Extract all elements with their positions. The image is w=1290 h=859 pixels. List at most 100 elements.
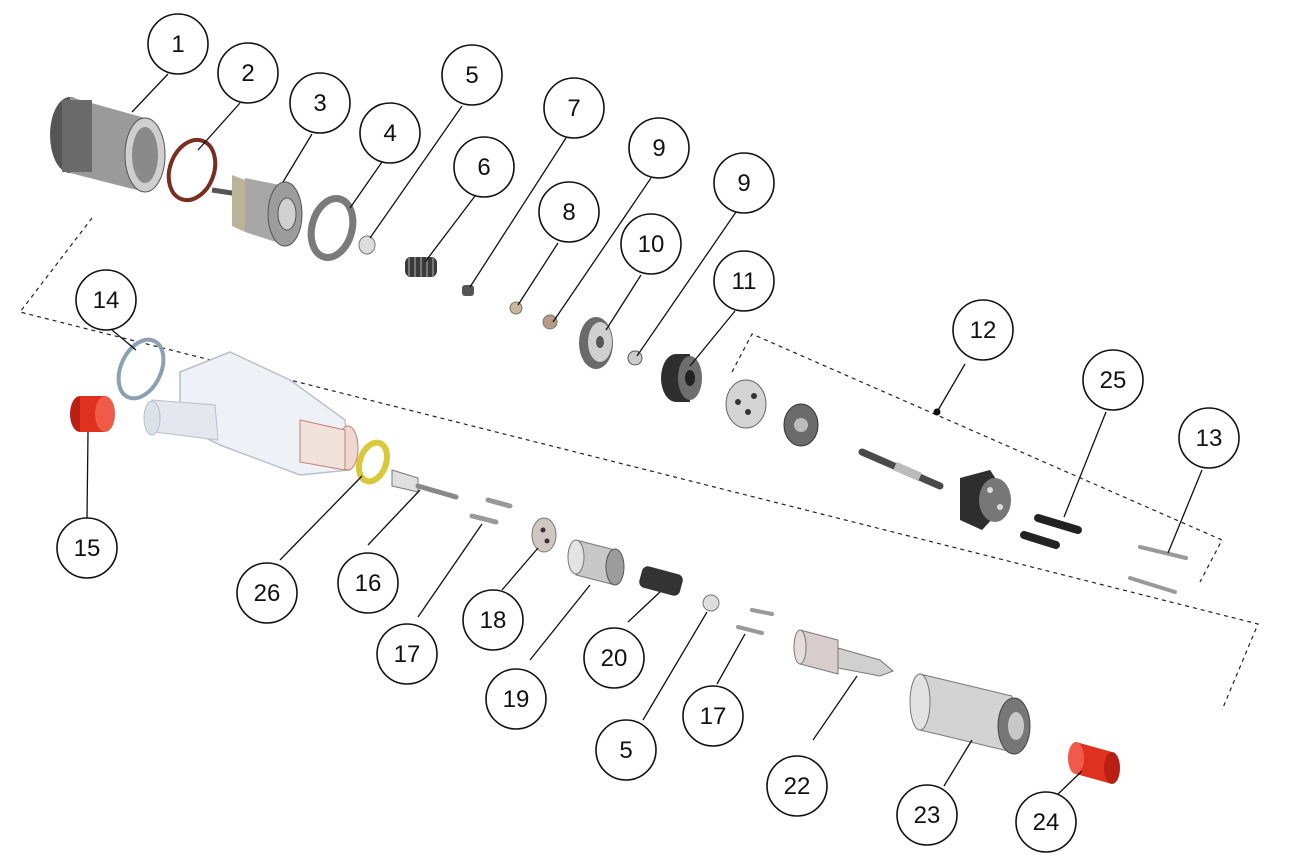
part-12-valve-disc <box>783 403 819 447</box>
part-25-screws <box>1020 514 1082 549</box>
part-17-pins-lower <box>736 608 774 635</box>
part-12-valve-body <box>960 470 1011 530</box>
callout-number: 25 <box>1100 367 1127 394</box>
callout-number: 11 <box>732 268 757 295</box>
callout-3: 3 <box>289 72 351 134</box>
callout-number: 22 <box>784 773 811 800</box>
callout-15: 15 <box>56 517 118 579</box>
callout-number: 15 <box>74 535 101 562</box>
callout-6: 6 <box>453 136 515 198</box>
callout-circle <box>766 755 828 817</box>
callout-26: 26 <box>236 562 298 624</box>
callout-circle <box>1178 407 1240 469</box>
callout-circle <box>376 623 438 685</box>
callout-circle <box>713 250 775 312</box>
part-6-spring <box>405 257 437 277</box>
callout-2: 2 <box>217 42 279 104</box>
callout-12: 12 <box>952 299 1014 361</box>
callout-circle <box>217 42 279 104</box>
callout-number: 20 <box>601 645 628 672</box>
part-24-red-cap <box>1068 742 1120 784</box>
part-15-red-cap <box>70 396 115 432</box>
part-8-bead <box>509 301 523 315</box>
callout-circle <box>1015 791 1077 853</box>
callout-number: 8 <box>562 199 575 226</box>
callout-19: 19 <box>485 668 547 730</box>
callout-5: 5 <box>441 44 503 106</box>
callout-9: 9 <box>713 152 775 214</box>
callout-7: 7 <box>543 77 605 139</box>
callout-14: 14 <box>75 269 137 331</box>
callout-circle <box>147 13 209 75</box>
callout-circle <box>682 685 744 747</box>
callout-number: 24 <box>1033 809 1060 836</box>
injector-body <box>143 351 359 476</box>
part-26-washer <box>355 439 391 485</box>
callout-circle <box>583 627 645 689</box>
callout-number: 1 <box>171 31 184 58</box>
callout-circle <box>538 181 600 243</box>
callout-24: 24 <box>1015 791 1077 853</box>
callout-9: 9 <box>628 117 690 179</box>
part-20-spring <box>639 566 683 596</box>
callout-number: 5 <box>465 62 478 89</box>
group-12-junction-dot <box>933 408 941 416</box>
callout-circle <box>485 668 547 730</box>
callout-number: 5 <box>619 737 632 764</box>
callout-circle <box>1082 349 1144 411</box>
callout-number: 2 <box>241 60 254 87</box>
callout-circle <box>896 784 958 846</box>
callout-circle <box>952 299 1014 361</box>
callout-circle <box>236 562 298 624</box>
callout-circle <box>543 77 605 139</box>
group-12-bracket <box>731 333 1223 583</box>
callout-5: 5 <box>595 719 657 781</box>
part-7-pin <box>462 285 474 296</box>
callout-number: 23 <box>914 802 941 829</box>
callout-22: 22 <box>766 755 828 817</box>
callout-13: 13 <box>1178 407 1240 469</box>
part-19-holder <box>567 539 625 586</box>
part-12-valve-plate <box>725 379 767 429</box>
part-16-plunger <box>391 469 459 500</box>
callout-number: 18 <box>480 607 507 634</box>
callout-4: 4 <box>359 102 421 164</box>
callout-11: 11 <box>713 250 775 312</box>
callout-number: 7 <box>567 95 580 122</box>
part-18-plate <box>531 517 557 553</box>
callout-circle <box>289 72 351 134</box>
leader-lines <box>86 73 1203 797</box>
callout-10: 10 <box>620 213 682 275</box>
callout-circle <box>462 589 524 651</box>
callout-circle <box>441 44 503 106</box>
callout-number: 3 <box>313 90 326 117</box>
part-5-ball-top <box>358 235 376 255</box>
part-1-nut-cap <box>50 97 166 193</box>
callout-number: 9 <box>737 170 750 197</box>
callout-number: 19 <box>503 686 530 713</box>
callout-8: 8 <box>538 181 600 243</box>
callout-17: 17 <box>682 685 744 747</box>
part-13-dowel-pins <box>1128 545 1188 594</box>
callout-number: 10 <box>638 231 665 258</box>
part-9-bead <box>542 314 558 330</box>
part-22-nozzle <box>793 629 894 677</box>
part-9-ring <box>627 350 643 366</box>
callout-circle <box>628 117 690 179</box>
callout-number: 17 <box>394 641 421 668</box>
part-11-armature <box>661 354 702 402</box>
callout-circle <box>56 517 118 579</box>
part-17-pins-upper <box>469 497 513 525</box>
part-5-ball-lower <box>702 594 720 612</box>
callout-number: 4 <box>383 120 396 147</box>
callout-circle <box>453 136 515 198</box>
callout-16: 16 <box>337 552 399 614</box>
callout-number: 17 <box>700 703 727 730</box>
part-2-o-ring <box>166 137 218 203</box>
callout-25: 25 <box>1082 349 1144 411</box>
assembly-boundary <box>18 217 1259 711</box>
callout-number: 6 <box>477 154 490 181</box>
callout-circle <box>337 552 399 614</box>
